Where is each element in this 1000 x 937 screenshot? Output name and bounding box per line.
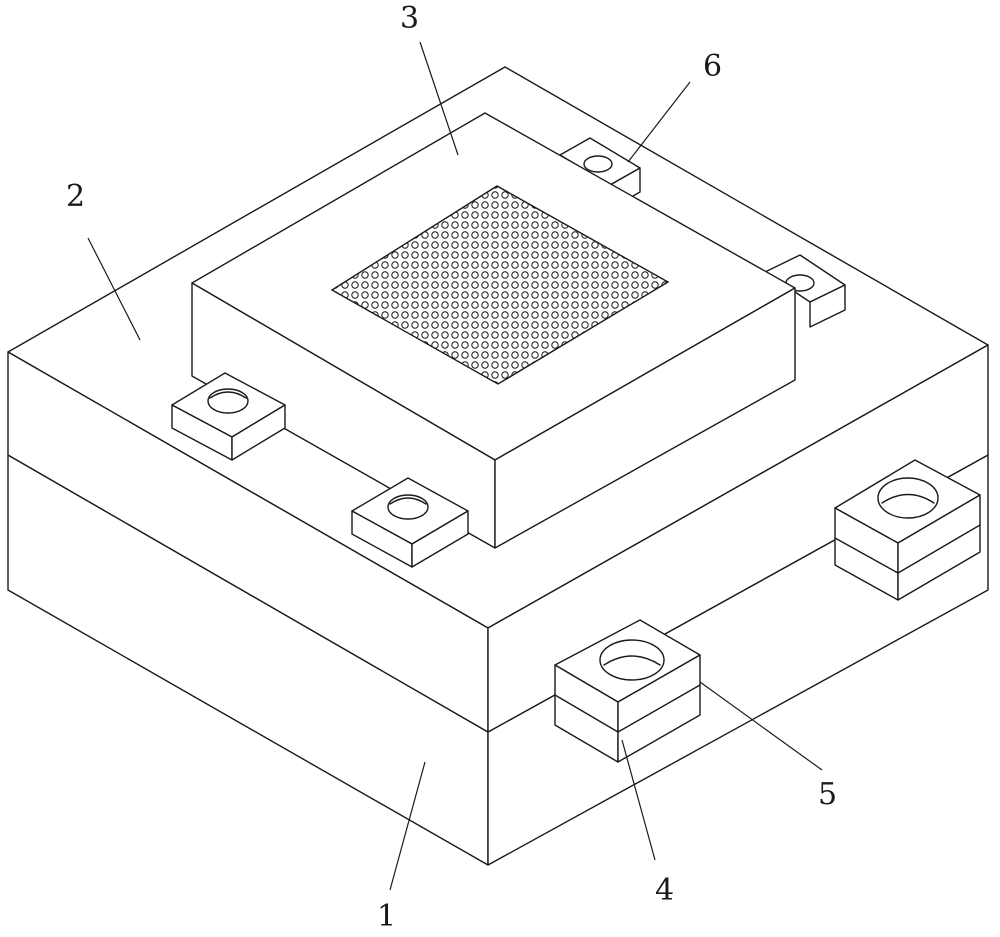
leader-1 <box>389 761 426 891</box>
leader-5 <box>699 681 823 771</box>
lug-stack-front <box>554 619 701 763</box>
lug-left-front <box>171 372 286 461</box>
lug-back-right <box>764 254 846 328</box>
top-module <box>191 112 796 549</box>
leader-4 <box>621 739 656 861</box>
part-labels: 3 6 2 5 4 1 <box>66 1 837 934</box>
label-1: 1 <box>377 899 396 934</box>
label-4: 4 <box>655 873 674 908</box>
leader-6 <box>627 81 691 163</box>
leader-3 <box>419 41 459 156</box>
label-5: 5 <box>818 777 837 812</box>
label-6: 6 <box>703 49 722 84</box>
leader-lines <box>87 41 823 891</box>
label-3: 3 <box>400 1 419 36</box>
label-2: 2 <box>66 179 85 214</box>
lug-stack-right <box>834 459 981 601</box>
perforated-panel <box>330 185 670 385</box>
leader-2 <box>87 237 141 341</box>
lug-center-front <box>351 477 469 568</box>
